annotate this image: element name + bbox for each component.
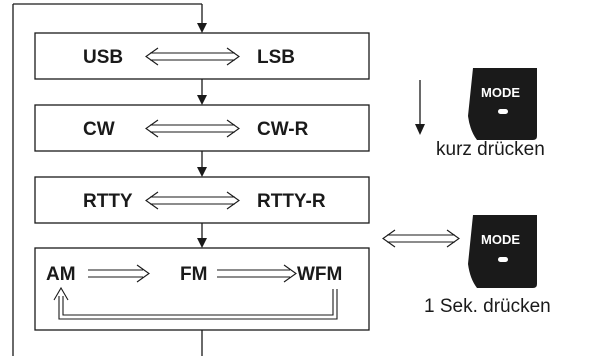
rtty-rttyr-double-arrow [145,191,240,210]
rttyr-label: RTTY-R [257,191,326,212]
mode-button-long-label: MODE [481,232,520,247]
cw-cwr-double-arrow [145,119,240,138]
down-arrow-to-rtty-box [197,167,207,177]
fm-wfm-arrow [217,264,297,283]
fm-label: FM [180,264,207,285]
long-press-double-arrow [382,229,460,248]
usb-label: USB [83,47,123,68]
wfm-label: WFM [297,264,342,285]
am-label: AM [46,264,76,285]
short-press-caption: kurz drücken [436,139,545,160]
usb-lsb-box [34,32,370,80]
mode-button-long-led [498,257,508,262]
down-arrow-to-usb-box [197,23,207,33]
mode-button-short-led [498,109,508,114]
short-press-down-arrow-head [415,124,425,135]
rtty-rttyr-box [34,176,370,224]
cw-label: CW [83,119,115,140]
long-press-caption: 1 Sek. drücken [424,296,551,317]
lsb-label: LSB [257,47,295,68]
cwr-label: CW-R [257,119,309,140]
rtty-label: RTTY [83,191,133,212]
down-arrow-to-cw-box [197,95,207,105]
cw-cwr-box [34,104,370,152]
flow-arrowheads [197,23,207,248]
mode-button-short[interactable]: MODE [468,68,537,140]
usb-lsb-double-arrow [145,47,240,66]
am-fm-arrow [88,264,150,283]
short-press-indicator [415,80,425,135]
wfm-return-loop [53,286,338,320]
mode-button-long[interactable]: MODE [468,215,537,288]
loop-line [12,3,203,356]
am-fm-wfm-box [34,247,370,331]
down-arrow-to-am-box [197,238,207,248]
mode-button-short-label: MODE [481,85,520,100]
